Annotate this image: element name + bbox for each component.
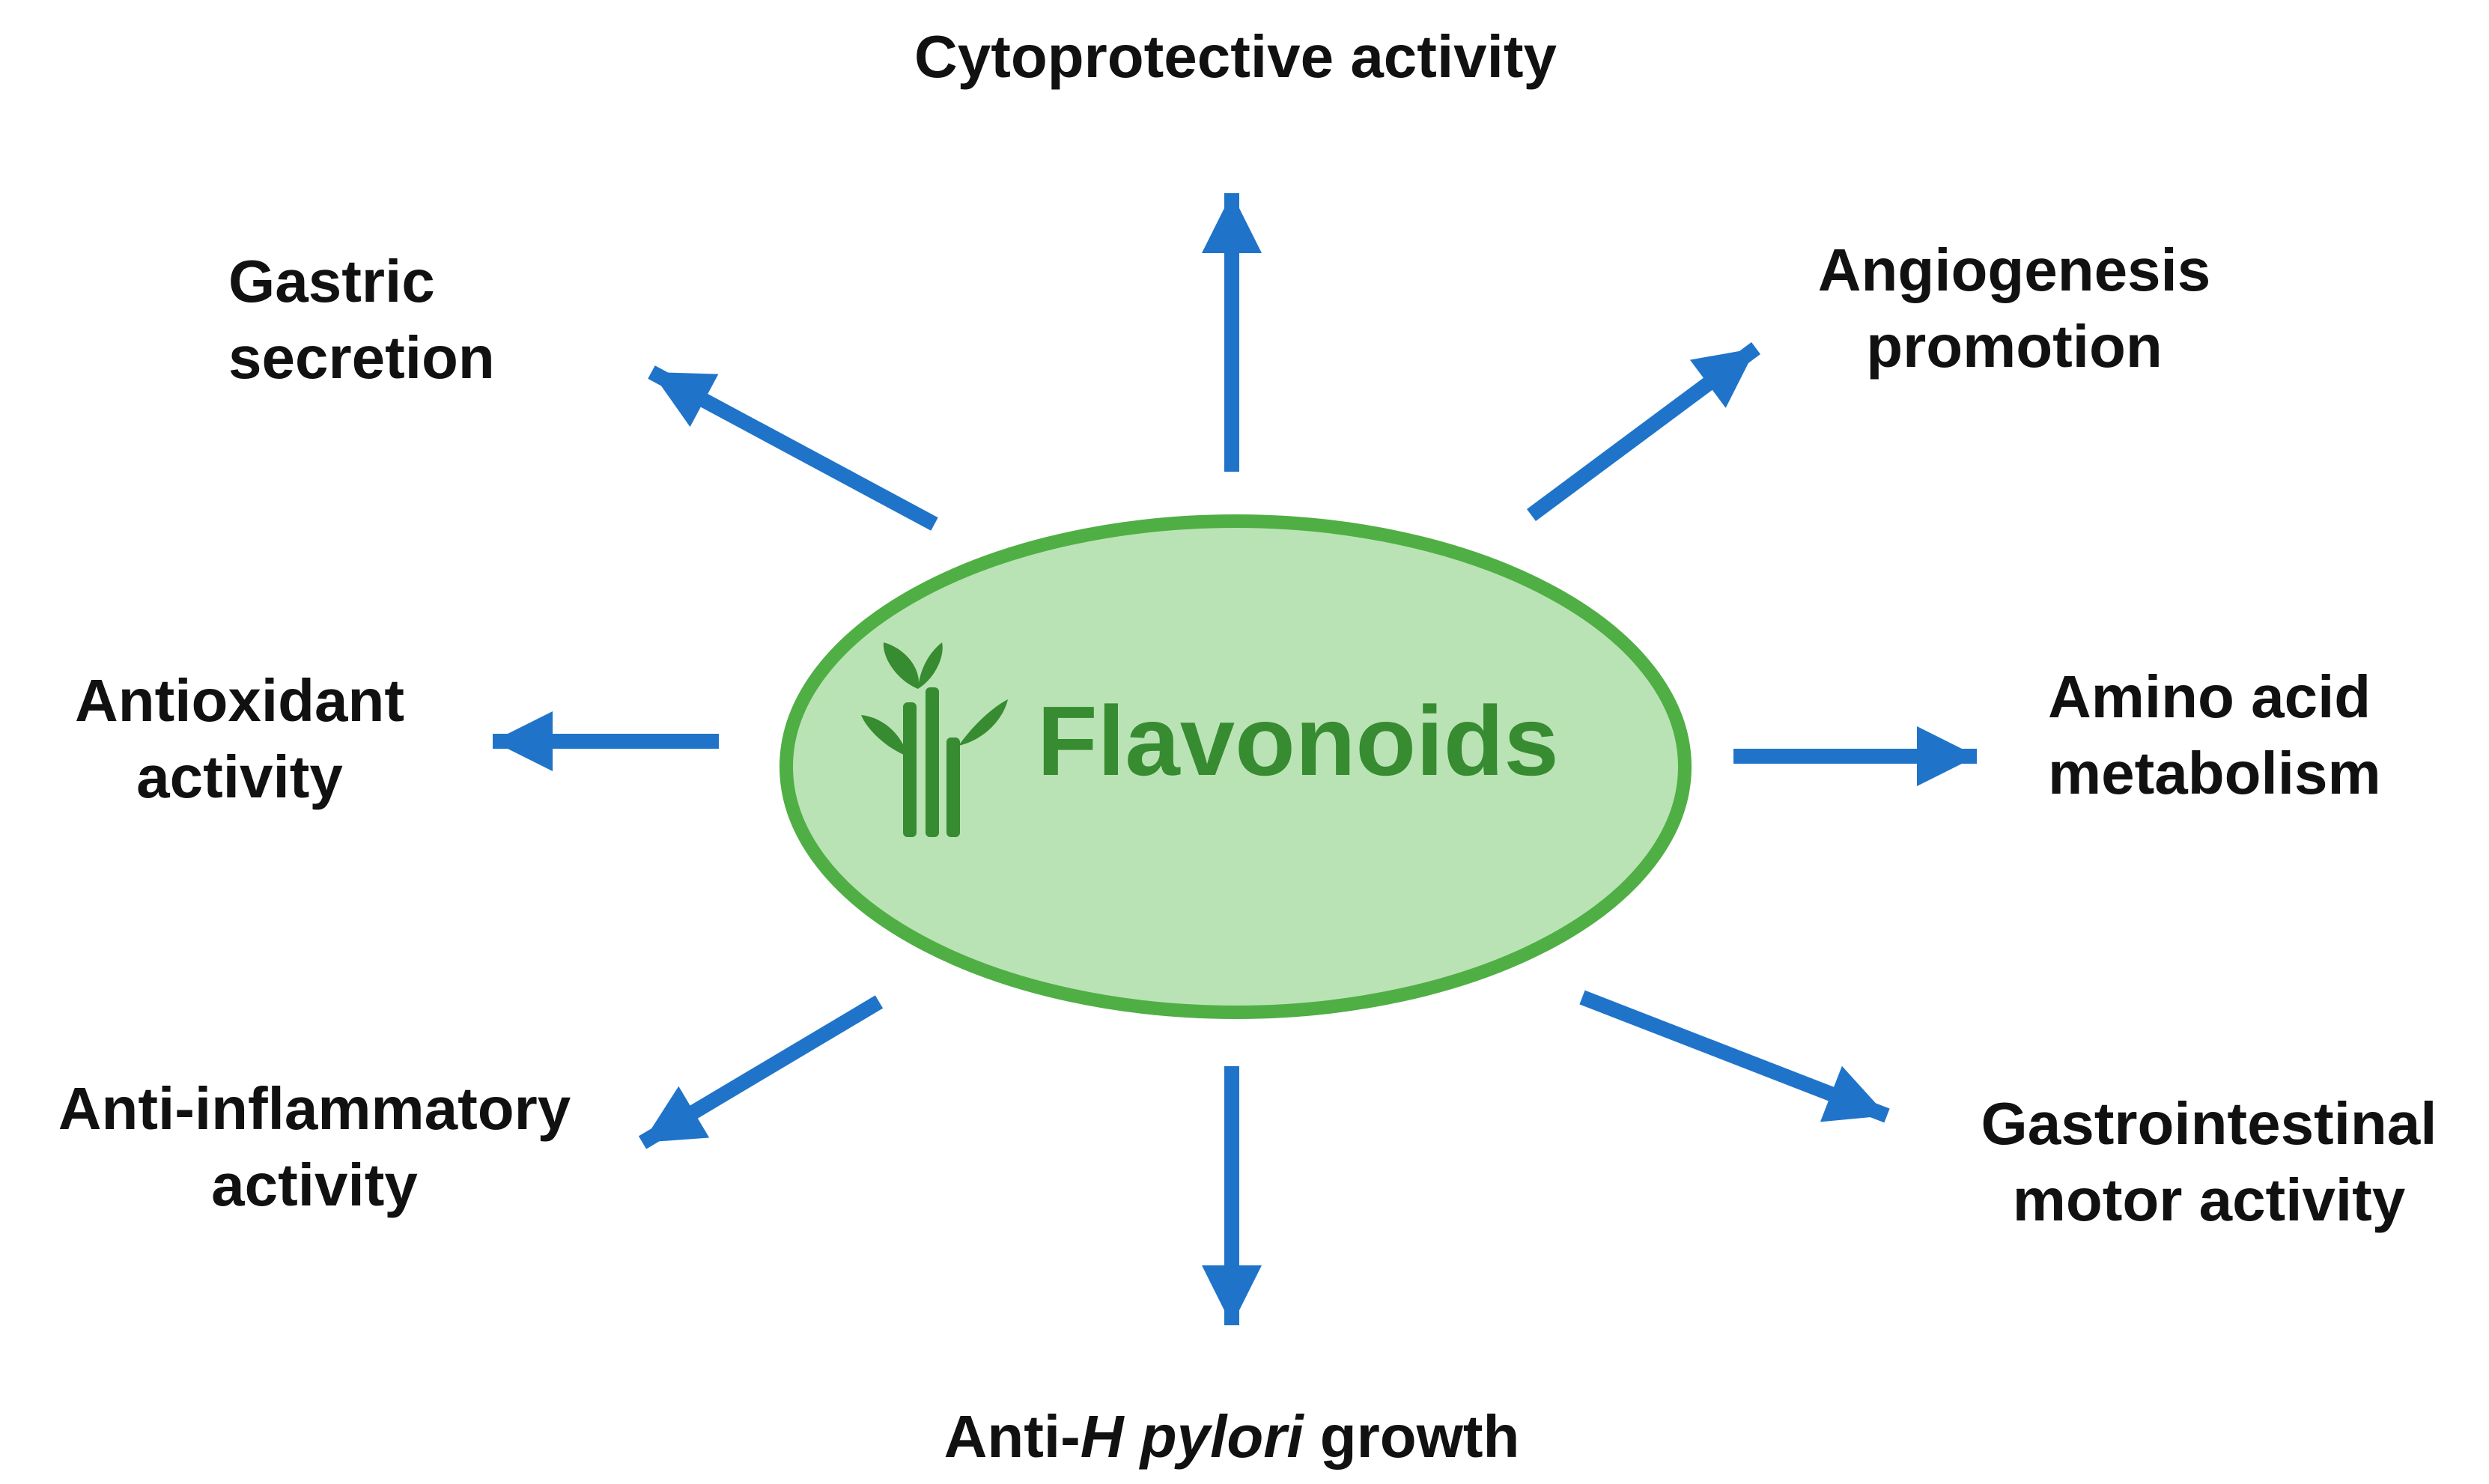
label-line: Anti-inflammatory xyxy=(58,1075,571,1142)
label-anti-inflammatory-activity: Anti-inflammatory activity xyxy=(30,1071,599,1223)
label-anti-h-pylori-growth: Anti-H pylori growth xyxy=(820,1399,1644,1475)
label-line: promotion xyxy=(1866,313,2163,380)
label-line: Gastric xyxy=(228,248,435,314)
label-line: Gastrointestinal xyxy=(1981,1090,2437,1157)
label-gastric-secretion: Gastric secretion xyxy=(228,243,495,396)
arrow-anti-inflammatory xyxy=(638,995,884,1149)
arrows xyxy=(493,193,1977,1325)
label-italic-species: H pylori xyxy=(1080,1403,1304,1470)
center-ellipse xyxy=(779,514,1692,1019)
label-line: Anti-H pylori growth xyxy=(820,1399,1644,1475)
label-line: motor activity xyxy=(2012,1167,2406,1233)
label-antioxidant-activity: Antioxidant activity xyxy=(45,663,434,815)
label-angiogenesis-promotion: Angiogenesis promotion xyxy=(1775,232,2254,385)
arrow-gastrointestinal xyxy=(1579,990,1890,1123)
center-title: Flavonoids xyxy=(1037,686,1559,796)
label-line: Angiogenesis xyxy=(1817,237,2211,303)
label-suffix: growth xyxy=(1303,1403,1520,1470)
label-line: Amino acid xyxy=(2048,663,2371,730)
label-cytoprotective-activity: Cytoprotective activity xyxy=(824,19,1647,95)
label-line: Cytoprotective activity xyxy=(914,23,1557,90)
arrow-gastric xyxy=(648,365,938,531)
arrow-angiogenesis xyxy=(1527,341,1760,522)
label-line: activity xyxy=(211,1152,418,1218)
label-line: Antioxidant xyxy=(75,667,404,734)
label-line: metabolism xyxy=(2048,740,2381,806)
label-line: secretion xyxy=(228,324,495,391)
label-prefix: Anti- xyxy=(943,1403,1081,1470)
label-line: activity xyxy=(136,743,343,810)
sprout-icon xyxy=(861,642,1008,837)
label-amino-acid-metabolism: Amino acid metabolism xyxy=(2048,659,2381,812)
label-gastrointestinal-motor-activity: Gastrointestinal motor activity xyxy=(1947,1086,2471,1238)
